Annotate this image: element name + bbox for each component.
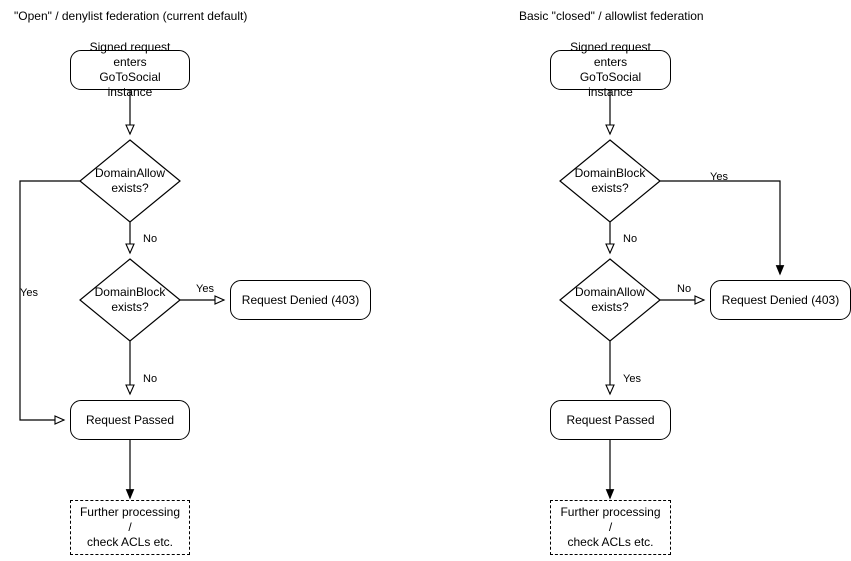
decision-shape-domainallow-right [559,258,661,342]
edge-domainblock-yes-right [660,180,785,276]
edge-domainallow-yes-left [19,180,80,425]
request-passed-node-right-label: Request Passed [566,412,655,427]
request-passed-node-left: Request Passed [70,400,190,440]
edge-label-domainallow-no-left: No [143,233,158,245]
start-node-right-line1: Signed request enters [570,40,651,69]
diagram-title-open-denylist: "Open" / denylist federation (current de… [14,9,248,23]
decision-shape-domainblock-right [559,139,661,223]
edge-label-domainblock-yes-left: Yes [196,283,214,295]
request-denied-node-left: Request Denied (403) [230,280,371,320]
start-node-left: Signed request enters GoToSocial instanc… [70,40,190,99]
diagram-title-closed-allowlist: Basic "closed" / allowlist federation [519,9,704,23]
decision-shape-domainallow-left [79,139,181,223]
request-denied-node-right: Request Denied (403) [710,280,851,320]
edge-label-domainblock-no-left: No [143,373,158,385]
start-node-right-line2: GoToSocial instance [579,70,642,99]
further-processing-node-right: Further processing / check ACLs etc. [550,500,671,555]
start-node-right: Signed request enters GoToSocial instanc… [550,40,671,99]
edge-label-domainblock-yes-right: Yes [710,171,728,183]
edge-label-domainallow-no-right: No [677,283,692,295]
further-processing-node-left-line2: check ACLs etc. [86,535,174,549]
start-node-left-line1: Signed request enters [89,40,171,69]
edge-label-domainallow-yes-right: Yes [623,373,641,385]
further-processing-node-left-line1: Further processing / [79,505,181,534]
request-denied-node-left-label: Request Denied (403) [241,292,360,307]
request-passed-node-left-label: Request Passed [85,412,175,427]
further-processing-node-right-line2: check ACLs etc. [567,535,654,549]
further-processing-node-left: Further processing / check ACLs etc. [70,500,190,555]
further-processing-node-right-line1: Further processing / [560,505,661,534]
decision-shape-domainblock-left [79,258,181,342]
start-node-left-line2: GoToSocial instance [99,70,161,99]
request-passed-node-right: Request Passed [550,400,671,440]
edge-label-domainallow-yes-left: Yes [20,287,38,299]
edge-label-domainblock-no-right: No [623,233,638,245]
request-denied-node-right-label: Request Denied (403) [721,292,840,307]
